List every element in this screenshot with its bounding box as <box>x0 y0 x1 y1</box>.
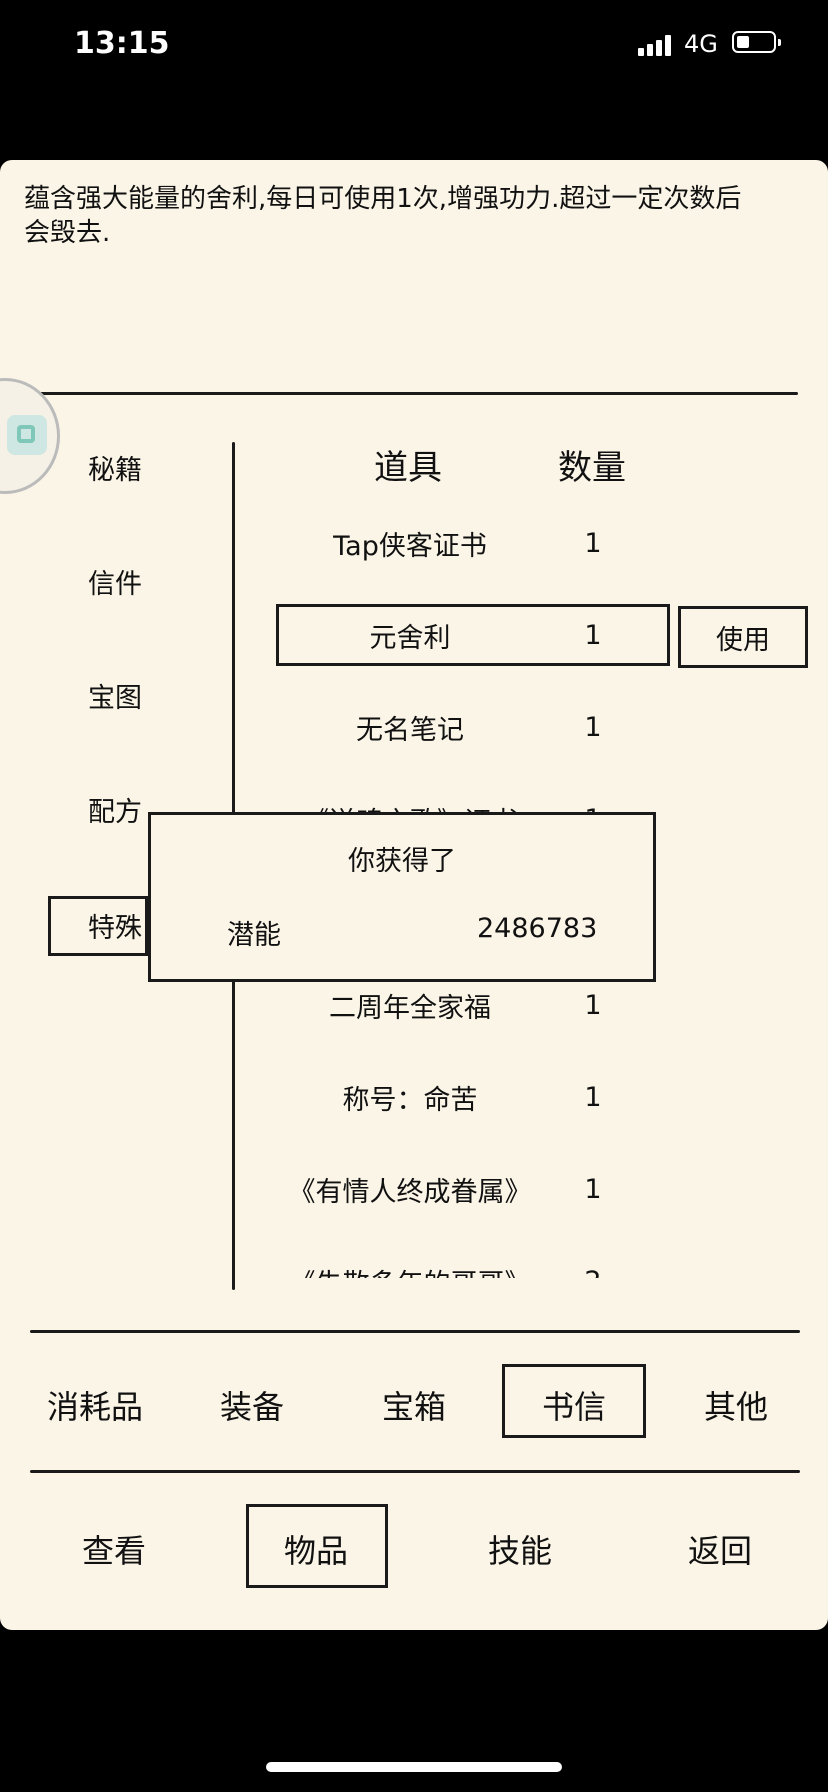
item-qty: 1 <box>584 990 602 1021</box>
popup-title: 你获得了 <box>348 846 456 877</box>
category-special[interactable]: 特殊 <box>88 913 142 944</box>
nav-items[interactable]: 物品 <box>283 1532 348 1570</box>
item-name[interactable]: 《有情人终成眷属》 <box>288 1177 532 1208</box>
item-column-header: 道具 <box>374 448 442 488</box>
tab-letters[interactable]: 书信 <box>541 1388 606 1426</box>
status-time: 13:15 <box>74 26 170 61</box>
divider <box>30 1470 800 1473</box>
reward-popup[interactable]: 你获得了 潜能 2486783 <box>148 812 656 982</box>
divider <box>40 392 798 395</box>
popup-reward-label: 潜能 <box>227 920 281 951</box>
tab-other[interactable]: 其他 <box>703 1388 768 1426</box>
selected-tab-frame <box>502 1364 646 1438</box>
app-logo-icon <box>7 415 47 455</box>
home-indicator[interactable] <box>266 1762 562 1772</box>
category-selected-frame <box>48 896 148 956</box>
nav-back[interactable]: 返回 <box>687 1532 752 1570</box>
list-clip: 《失散多年的哥哥》 2 <box>260 1254 620 1278</box>
selected-nav-frame <box>246 1504 388 1588</box>
item-name[interactable]: 元舍利 <box>369 623 451 654</box>
item-description: 蕴含强大能量的舍利,每日可使用1次,增强功力.超过一定次数后会毁去. <box>24 184 742 248</box>
use-button[interactable]: 使用 <box>678 606 808 668</box>
item-qty: 1 <box>584 620 602 651</box>
divider <box>30 1330 800 1333</box>
item-qty: 1 <box>584 712 602 743</box>
popup-reward-value: 2486783 <box>477 913 598 944</box>
quantity-column-header: 数量 <box>558 448 626 488</box>
battery-icon <box>732 31 781 53</box>
selected-item-frame <box>276 604 670 666</box>
tab-chests[interactable]: 宝箱 <box>381 1388 446 1426</box>
category-treasure-maps[interactable]: 宝图 <box>88 683 142 714</box>
network-label: 4G <box>684 30 718 58</box>
item-name[interactable]: 称号：命苦 <box>342 1085 478 1116</box>
tab-consumables[interactable]: 消耗品 <box>46 1388 143 1426</box>
nav-skills[interactable]: 技能 <box>487 1532 552 1570</box>
category-recipes[interactable]: 配方 <box>88 797 142 828</box>
item-name[interactable]: 《失散多年的哥哥》 <box>260 1262 560 1278</box>
item-qty: 2 <box>578 1266 608 1278</box>
item-qty: 1 <box>584 1174 602 1205</box>
item-name[interactable]: 无名笔记 <box>356 715 464 746</box>
item-qty: 1 <box>584 1082 602 1113</box>
category-secret-books[interactable]: 秘籍 <box>88 455 142 486</box>
item-name[interactable]: Tap侠客证书 <box>333 531 487 562</box>
category-letters[interactable]: 信件 <box>88 569 142 600</box>
nav-view[interactable]: 查看 <box>81 1532 146 1570</box>
tab-equipment[interactable]: 装备 <box>219 1388 284 1426</box>
signal-icon <box>638 34 672 56</box>
item-qty: 1 <box>584 528 602 559</box>
item-name[interactable]: 二周年全家福 <box>329 993 491 1024</box>
